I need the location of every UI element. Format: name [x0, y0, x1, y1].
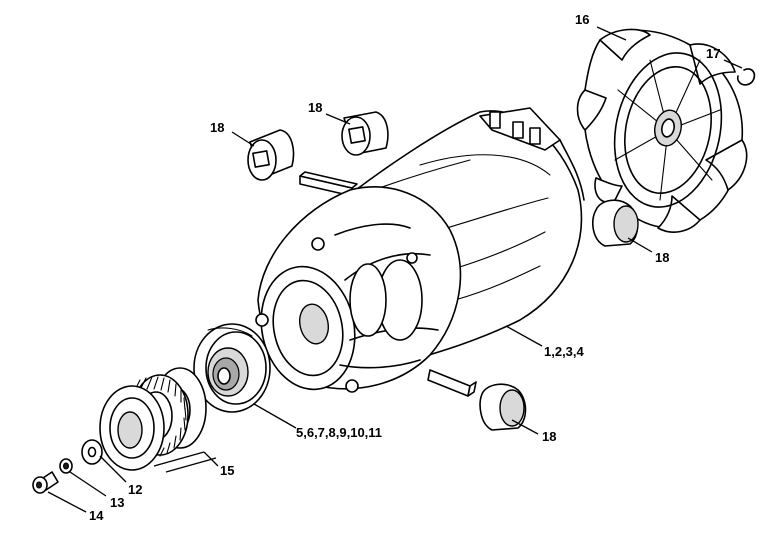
callout-5-to-11: 5,6,7,8,9,10,11: [296, 425, 382, 440]
damper-mid: [341, 111, 389, 156]
callout-15: 15: [220, 463, 234, 478]
screw: [32, 471, 59, 494]
cooling-fan: [576, 28, 748, 233]
damper-bottom: [479, 383, 527, 431]
callout-18-left: 18: [210, 120, 224, 135]
callout-18-right: 18: [655, 250, 669, 265]
callout-16: 16: [575, 12, 589, 27]
callout-13: 13: [110, 495, 124, 510]
motor-housing: [255, 107, 585, 397]
flat-washer: [81, 439, 103, 465]
circlip: [736, 68, 756, 86]
callout-18-mid: 18: [308, 100, 322, 115]
callout-labels: 16 17 18 18 18 18 1,2,3,4 5,6,7,8,9,10,1…: [89, 12, 720, 523]
bearing-flange: [193, 323, 271, 413]
callout-14: 14: [89, 508, 104, 523]
lock-washer: [59, 458, 73, 474]
leader-lines: [47, 26, 743, 513]
callout-1-2-3-4: 1,2,3,4: [544, 344, 585, 359]
callout-12: 12: [128, 482, 142, 497]
callout-17: 17: [706, 46, 720, 61]
damper-right: [591, 199, 639, 247]
damper-left: [247, 129, 295, 181]
callout-18-bottom: 18: [542, 429, 556, 444]
thrust-washer-front: [99, 385, 165, 471]
